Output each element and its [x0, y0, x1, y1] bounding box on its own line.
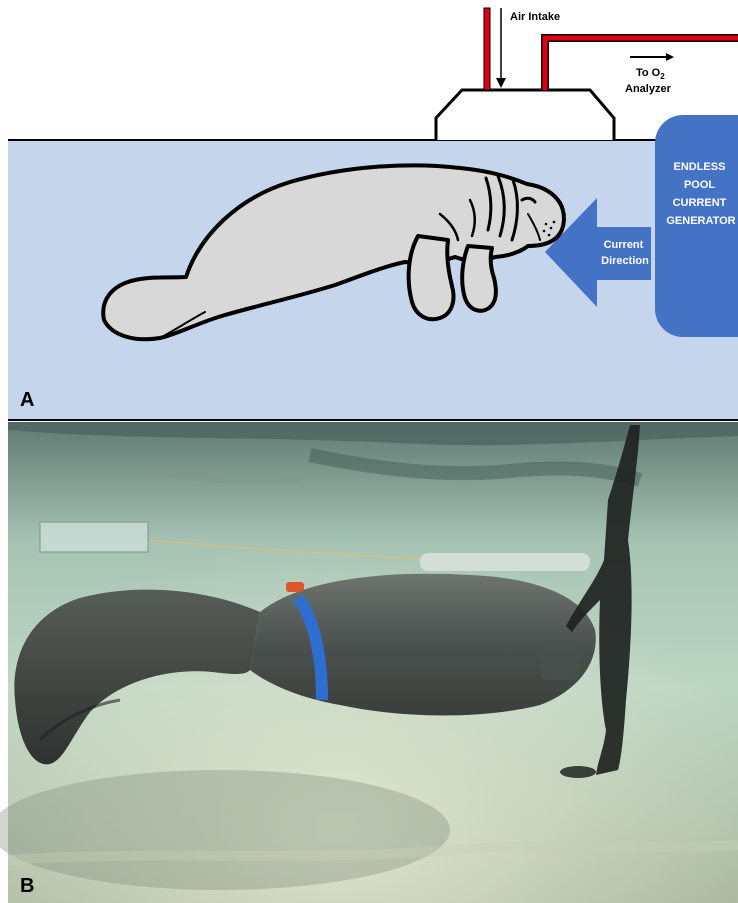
panel-a: Air Intake To O2 Analyzer ENDLESS POOL C…: [8, 8, 738, 420]
air-intake-label: Air Intake: [510, 11, 560, 23]
panel-a-label: A: [20, 389, 34, 411]
panel-b-photo: [0, 422, 738, 903]
analyzer-label: Analyzer: [625, 83, 672, 95]
air-intake-tube: [484, 8, 490, 90]
respirometry-hood: [436, 90, 614, 140]
to-o2-label: To O2: [636, 67, 665, 81]
panel-b-label: B: [20, 875, 34, 897]
